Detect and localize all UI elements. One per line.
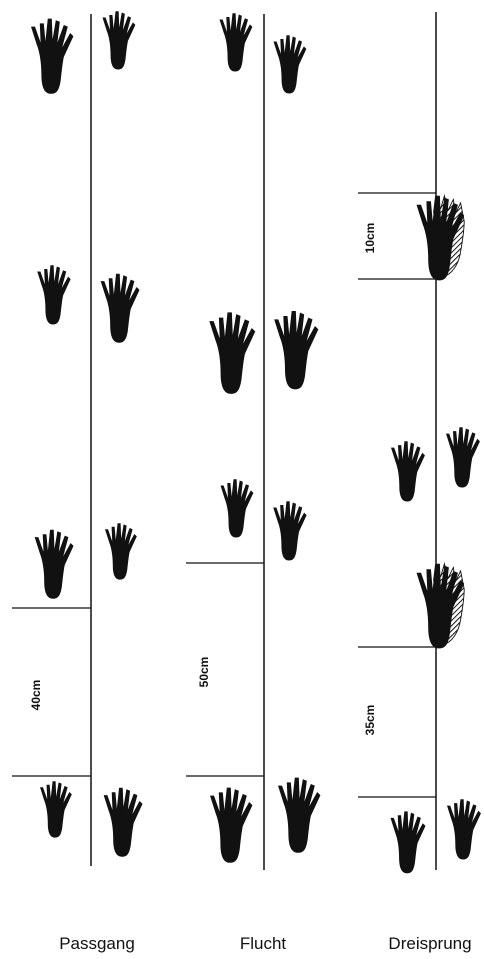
caption-passgang: Passgang [59, 934, 135, 954]
flucht-measurement: 50cm [197, 657, 211, 688]
paw-print-icon [278, 778, 320, 853]
paw-print-icon [391, 441, 425, 501]
paw-print-icon [447, 799, 481, 859]
paw-print-icon [31, 19, 73, 94]
paw-print-icon [446, 427, 480, 487]
paw-print-icon [35, 530, 74, 599]
paw-print-icon [274, 35, 307, 93]
paw-print-icon [220, 13, 253, 71]
paw-print-icon [210, 788, 252, 863]
caption-dreisprung: Dreisprung [388, 934, 471, 954]
paw-print-icon [37, 265, 70, 324]
hatched-paw-print-icon [417, 196, 465, 281]
hatched-paw-print-icon [417, 564, 465, 649]
paw-print-icon [209, 312, 255, 393]
paw-print-icon [273, 501, 306, 560]
paw-print-icon [40, 781, 72, 837]
paw-print-icon [221, 479, 254, 537]
paw-print-icon [274, 311, 318, 389]
paw-print-icon [103, 11, 136, 69]
caption-flucht: Flucht [240, 934, 286, 954]
paw-print-icon [105, 523, 137, 579]
paw-print-icon [104, 788, 143, 857]
passgang-measurement: 40cm [29, 680, 43, 711]
dreisprung-measurement-10: 10cm [363, 223, 377, 254]
paw-print-icon [101, 274, 140, 343]
dreisprung-measurement-35: 35cm [363, 705, 377, 736]
paw-print-icon [391, 811, 426, 873]
